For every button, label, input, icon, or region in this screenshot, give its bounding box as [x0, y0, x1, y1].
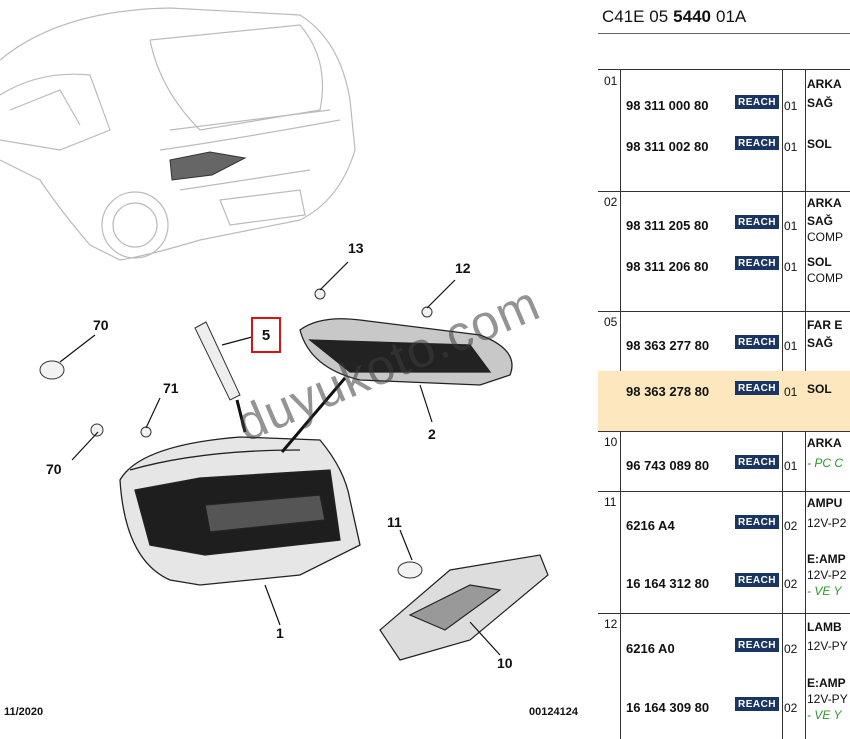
part-number[interactable]: 98 311 000 80	[626, 98, 709, 113]
quantity: 02	[784, 642, 798, 656]
diagram-date: 11/2020	[4, 706, 44, 718]
parts-list-panel: C41E 05 5440 01A 01 ARKA 98 311 000 80 R…	[598, 0, 850, 739]
part-group: 11 AMPU 6216 A4 REACH 02 12V-P2 16 164 3…	[598, 491, 850, 614]
quantity: 01	[784, 260, 798, 274]
callout-71[interactable]: 13	[348, 240, 364, 256]
part-number[interactable]: 98 363 277 80	[626, 338, 710, 353]
part-number[interactable]: 98 311 206 80	[626, 259, 709, 274]
callout-70-lower[interactable]: 71	[163, 380, 179, 396]
part-desc: SAĞ	[807, 96, 834, 110]
group-number: 11	[604, 495, 617, 509]
part-desc: - PC C	[807, 456, 843, 470]
part-row[interactable]: 6216 A4 REACH 02 12V-P2	[598, 505, 850, 545]
catalog-code-header: C41E 05 5440 01A	[598, 0, 850, 34]
part-group: 05 FAR E 98 363 277 80 REACH 01 SAĞ 98 3…	[598, 311, 850, 432]
group-title: FAR E	[807, 318, 843, 332]
reach-badge: REACH	[735, 95, 779, 109]
callout-2[interactable]: 2	[428, 426, 436, 442]
reach-badge: REACH	[735, 381, 779, 395]
quantity: 01	[784, 339, 798, 353]
group-number: 05	[604, 315, 618, 329]
part-desc: 12V-P2	[807, 516, 847, 530]
part-group: 01 ARKA 98 311 000 80 REACH 01 SAĞ 98 31…	[598, 70, 850, 192]
callout-5-highlighted[interactable]: 5	[251, 317, 281, 353]
part-number[interactable]: 98 311 002 80	[626, 139, 709, 154]
part-number[interactable]: 16 164 312 80	[626, 576, 710, 591]
part-number[interactable]: 98 363 278 80	[626, 384, 710, 399]
part-number[interactable]: 96 743 089 80	[626, 458, 710, 473]
exploded-view-drawing	[0, 7, 549, 661]
group-title: LAMB	[807, 620, 842, 634]
quantity: 02	[784, 701, 798, 715]
part-number[interactable]: 98 311 205 80	[626, 218, 709, 233]
group-title: ARKA	[807, 77, 842, 91]
quantity: 01	[784, 459, 798, 473]
part-row[interactable]: 98 363 277 80 REACH 01 SAĞ	[598, 325, 850, 365]
group-title: ARKA	[807, 436, 842, 450]
group-number: 12	[604, 617, 618, 631]
quantity: 01	[784, 219, 798, 233]
reach-badge: REACH	[735, 455, 779, 469]
catalog-code-suffix: 01A	[716, 6, 747, 26]
part-number[interactable]: 16 164 309 80	[626, 700, 710, 715]
callout-11[interactable]: 11	[387, 514, 402, 530]
part-row[interactable]: 6216 A0 REACH 02 12V-PY	[598, 628, 850, 668]
group-number: 01	[604, 74, 618, 88]
reach-badge: REACH	[735, 573, 779, 587]
part-row[interactable]: 98 311 002 80 REACH 01 SOL	[598, 126, 850, 166]
quantity: 02	[784, 577, 798, 591]
callout-1[interactable]: 1	[276, 625, 284, 641]
part-row[interactable]: 98 311 000 80 REACH 01 SAĞ	[598, 85, 850, 125]
group-title: ARKA	[807, 196, 842, 210]
callout-13[interactable]: 70	[46, 461, 62, 477]
callout-70-upper[interactable]: 12	[455, 260, 471, 276]
group-number: 02	[604, 195, 618, 209]
reach-badge: REACH	[735, 335, 779, 349]
parts-diagram: 70 70 71 13 12 2 1 11 10 5 duyukoto.com …	[0, 7, 578, 718]
part-row-selected[interactable]: 98 363 278 80 REACH 01 SOL	[598, 371, 850, 431]
reach-badge: REACH	[735, 697, 779, 711]
quantity: 01	[784, 385, 798, 399]
group-number: 10	[604, 435, 618, 449]
callout-10[interactable]: 10	[497, 655, 513, 671]
quantity: 01	[784, 99, 798, 113]
part-number[interactable]: 6216 A0	[626, 641, 675, 656]
part-number[interactable]: 6216 A4	[626, 518, 675, 533]
quantity: 01	[784, 140, 798, 154]
part-desc: SOL	[807, 382, 832, 396]
part-desc: SOL	[807, 137, 832, 151]
part-row[interactable]: 96 743 089 80 REACH 01 - PC C	[598, 445, 850, 485]
quantity: 02	[784, 519, 798, 533]
part-desc: 12V-PY	[807, 639, 848, 653]
reach-badge: REACH	[735, 136, 779, 150]
callout-12[interactable]: 70	[93, 317, 109, 333]
part-group: 10 ARKA 96 743 089 80 REACH 01 - PC C	[598, 431, 850, 492]
reach-badge: REACH	[735, 256, 779, 270]
catalog-code-main: 5440	[673, 6, 711, 26]
reach-badge: REACH	[735, 638, 779, 652]
part-group: 12 LAMB 6216 A0 REACH 02 12V-PY 16 164 3…	[598, 613, 850, 739]
reach-badge: REACH	[735, 515, 779, 529]
part-desc: SAĞ	[807, 336, 834, 350]
reach-badge: REACH	[735, 215, 779, 229]
diagram-ref: 00124124	[529, 706, 578, 718]
header-band	[598, 33, 850, 70]
group-title: AMPU	[807, 496, 843, 510]
catalog-code-prefix: C41E 05	[602, 6, 669, 26]
